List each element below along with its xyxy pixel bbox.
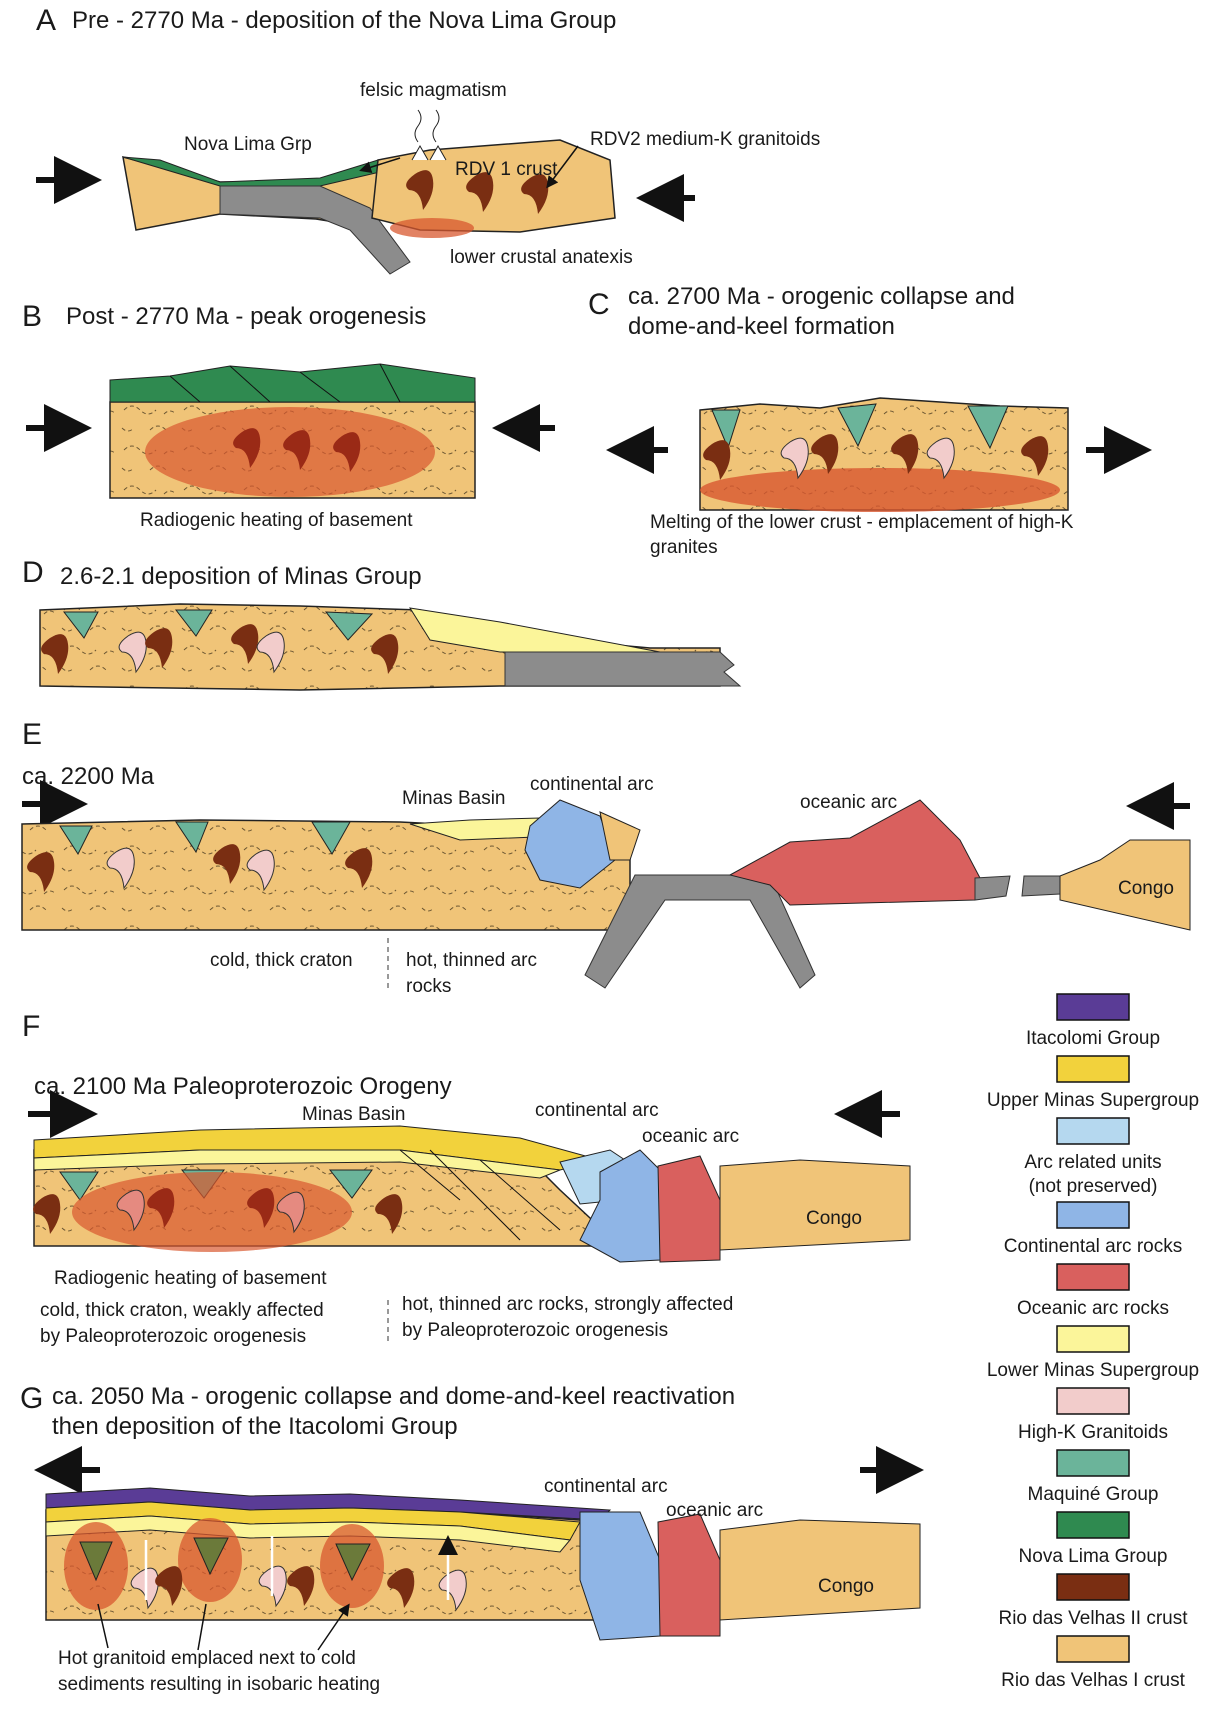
label-oceanic-arc: oceanic arc [800, 792, 897, 813]
legend-swatch [1057, 1450, 1129, 1476]
legend-swatch [1057, 1056, 1129, 1082]
label-hot-granitoid-line2: sediments resulting in isobaric heating [58, 1674, 380, 1695]
panel-g: G ca. 2050 Ma - orogenic collapse and do… [20, 1382, 920, 1695]
label-cold-line2: by Paleoproterozoic orogenesis [40, 1326, 306, 1347]
label-melting-line2: granites [650, 537, 718, 558]
legend-swatch [1057, 1202, 1129, 1228]
label-felsic: felsic magmatism [360, 80, 507, 101]
panel-e: E ca. 2200 Ma Minas Basin continental ar… [22, 718, 1190, 997]
label-hot-line1: hot, thinned arc rocks, strongly affecte… [402, 1294, 733, 1315]
legend-label-secondary: (not preserved) [1029, 1176, 1158, 1197]
legend-label: Upper Minas Supergroup [987, 1090, 1199, 1111]
panel-g-title-line2: then deposition of the Itacolomi Group [52, 1413, 458, 1440]
panel-d: D 2.6-2.1 deposition of Minas Group [22, 556, 740, 690]
legend-swatch [1057, 1512, 1129, 1538]
panel-c: C ca. 2700 Ma - orogenic collapse and do… [588, 283, 1140, 558]
legend-swatch [1057, 994, 1129, 1020]
panel-f-letter: F [22, 1010, 40, 1043]
label-continental-arc: continental arc [535, 1100, 659, 1121]
panel-d-letter: D [22, 556, 44, 589]
legend-swatch [1057, 1388, 1129, 1414]
legend-swatch [1057, 1574, 1129, 1600]
panel-g-title-line1: ca. 2050 Ma - orogenic collapse and dome… [52, 1383, 735, 1410]
panel-a-letter: A [36, 4, 56, 37]
label-rdv1: RDV 1 crust [455, 159, 558, 180]
label-hot-arc-line2: rocks [406, 976, 451, 997]
panel-f-title: ca. 2100 Ma Paleoproterozoic Orogeny [34, 1073, 452, 1100]
oceanic-arc-f [658, 1156, 720, 1262]
nova-lima-thrust-stack [110, 364, 475, 402]
label-congo: Congo [1118, 878, 1174, 899]
panel-g-letter: G [20, 1382, 43, 1415]
label-hot-arc-line1: hot, thinned arc [406, 950, 537, 971]
oceanic-slab-segment [975, 876, 1060, 900]
label-cold-line1: cold, thick craton, weakly affected [40, 1300, 324, 1321]
legend-label: Itacolomi Group [1026, 1028, 1160, 1049]
legend-label: Rio das Velhas II crust [998, 1608, 1188, 1629]
label-anatexis: lower crustal anatexis [450, 247, 633, 268]
label-heating: Radiogenic heating of basement [54, 1268, 327, 1289]
label-hot-line2: by Paleoproterozoic orogenesis [402, 1320, 668, 1341]
label-rdv2: RDV2 medium-K granitoids [590, 129, 820, 150]
legend-label: Lower Minas Supergroup [987, 1360, 1199, 1381]
congo-craton-g [720, 1520, 920, 1620]
panel-d-title: 2.6-2.1 deposition of Minas Group [60, 563, 422, 590]
radiogenic-heating-zone [145, 407, 435, 497]
legend-label: Maquiné Group [1028, 1484, 1159, 1505]
label-congo: Congo [806, 1208, 862, 1229]
label-minas-basin: Minas Basin [302, 1104, 406, 1125]
continental-arc-g [580, 1512, 660, 1640]
lower-crust-melt-zone [700, 468, 1060, 512]
label-cold-craton: cold, thick craton [210, 950, 353, 971]
label-nova-lima: Nova Lima Grp [184, 134, 312, 155]
radiogenic-heating-zone [72, 1172, 352, 1252]
oceanic-slab-d [505, 652, 740, 686]
legend-label: High-K Granitoids [1018, 1422, 1168, 1443]
label-hot-granitoid-line1: Hot granitoid emplaced next to cold [58, 1648, 356, 1669]
panel-e-letter: E [22, 718, 42, 751]
label-continental-arc: continental arc [530, 774, 654, 795]
legend-label: Continental arc rocks [1004, 1236, 1182, 1257]
congo-craton-f [720, 1160, 910, 1250]
label-continental-arc: continental arc [544, 1476, 668, 1497]
panel-e-title: ca. 2200 Ma [22, 763, 155, 790]
legend-label: Rio das Velhas I crust [1001, 1670, 1185, 1691]
legend-swatch [1057, 1636, 1129, 1662]
label-minas-basin: Minas Basin [402, 788, 506, 809]
panel-a-title: Pre - 2770 Ma - deposition of the Nova L… [72, 7, 616, 34]
legend-label: Arc related units [1024, 1152, 1161, 1173]
legend-swatch [1057, 1264, 1129, 1290]
legend-swatch [1057, 1326, 1129, 1352]
anatexis-zone [390, 218, 474, 238]
label-oceanic-arc: oceanic arc [666, 1500, 763, 1521]
panel-c-letter: C [588, 288, 610, 321]
oceanic-arc-g [658, 1514, 720, 1636]
panel-b-title: Post - 2770 Ma - peak orogenesis [66, 303, 426, 330]
label-heating: Radiogenic heating of basement [140, 510, 413, 531]
panel-c-title-line1: ca. 2700 Ma - orogenic collapse and [628, 283, 1015, 310]
label-oceanic-arc: oceanic arc [642, 1126, 739, 1147]
panel-b-letter: B [22, 300, 42, 333]
panel-a: A Pre - 2770 Ma - deposition of the Nova… [36, 4, 820, 274]
panel-b: B Post - 2770 Ma - peak orogenesis Radio… [22, 300, 555, 531]
smoke-icon [415, 110, 439, 142]
legend-swatch [1057, 1118, 1129, 1144]
legend-label: Oceanic arc rocks [1017, 1298, 1169, 1319]
legend-label: Nova Lima Group [1019, 1546, 1168, 1567]
panel-f: F ca. 2100 Ma Paleoproterozoic Orogeny M… [22, 1010, 910, 1347]
label-melting-line1: Melting of the lower crust - emplacement… [650, 512, 1074, 533]
label-congo: Congo [818, 1576, 874, 1597]
panel-c-title-line2: dome-and-keel formation [628, 313, 895, 340]
